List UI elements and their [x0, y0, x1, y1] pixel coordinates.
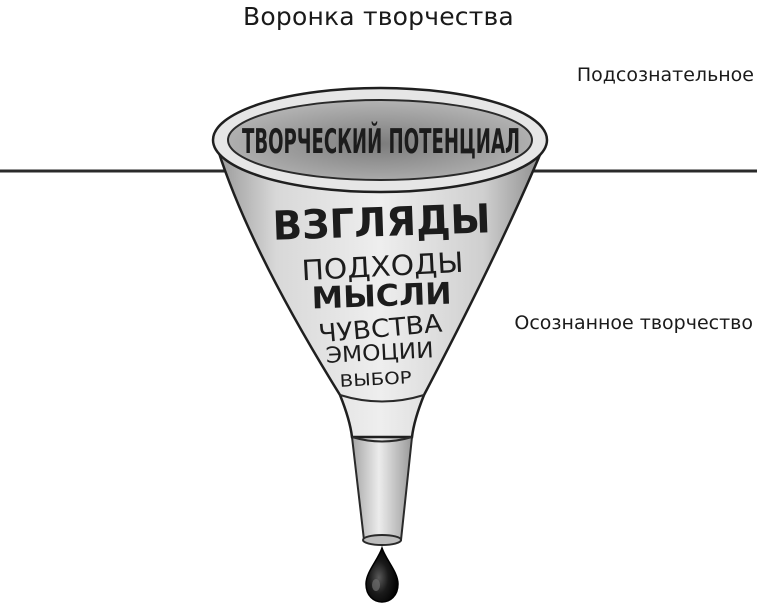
funnel-word-choice: ВЫБОР [339, 368, 412, 392]
diagram-title: Воронка творчества [243, 2, 514, 31]
funnel-word-emotions: ЭМОЦИИ [325, 338, 434, 369]
rim-text: ТВОРЧЕСКИЙ ПОТЕНЦИАЛ [242, 121, 520, 162]
drop [365, 545, 399, 603]
funnel-word-views: ВЗГЛЯДЫ [272, 196, 491, 250]
subconscious-label: Подсознательное [576, 64, 754, 86]
funnel-opening [227, 99, 533, 181]
funnel-word-thoughts: МЫСЛИ [311, 277, 452, 317]
conscious-label: Осознанное творчество [514, 312, 753, 334]
funnel-spout [350, 436, 414, 541]
